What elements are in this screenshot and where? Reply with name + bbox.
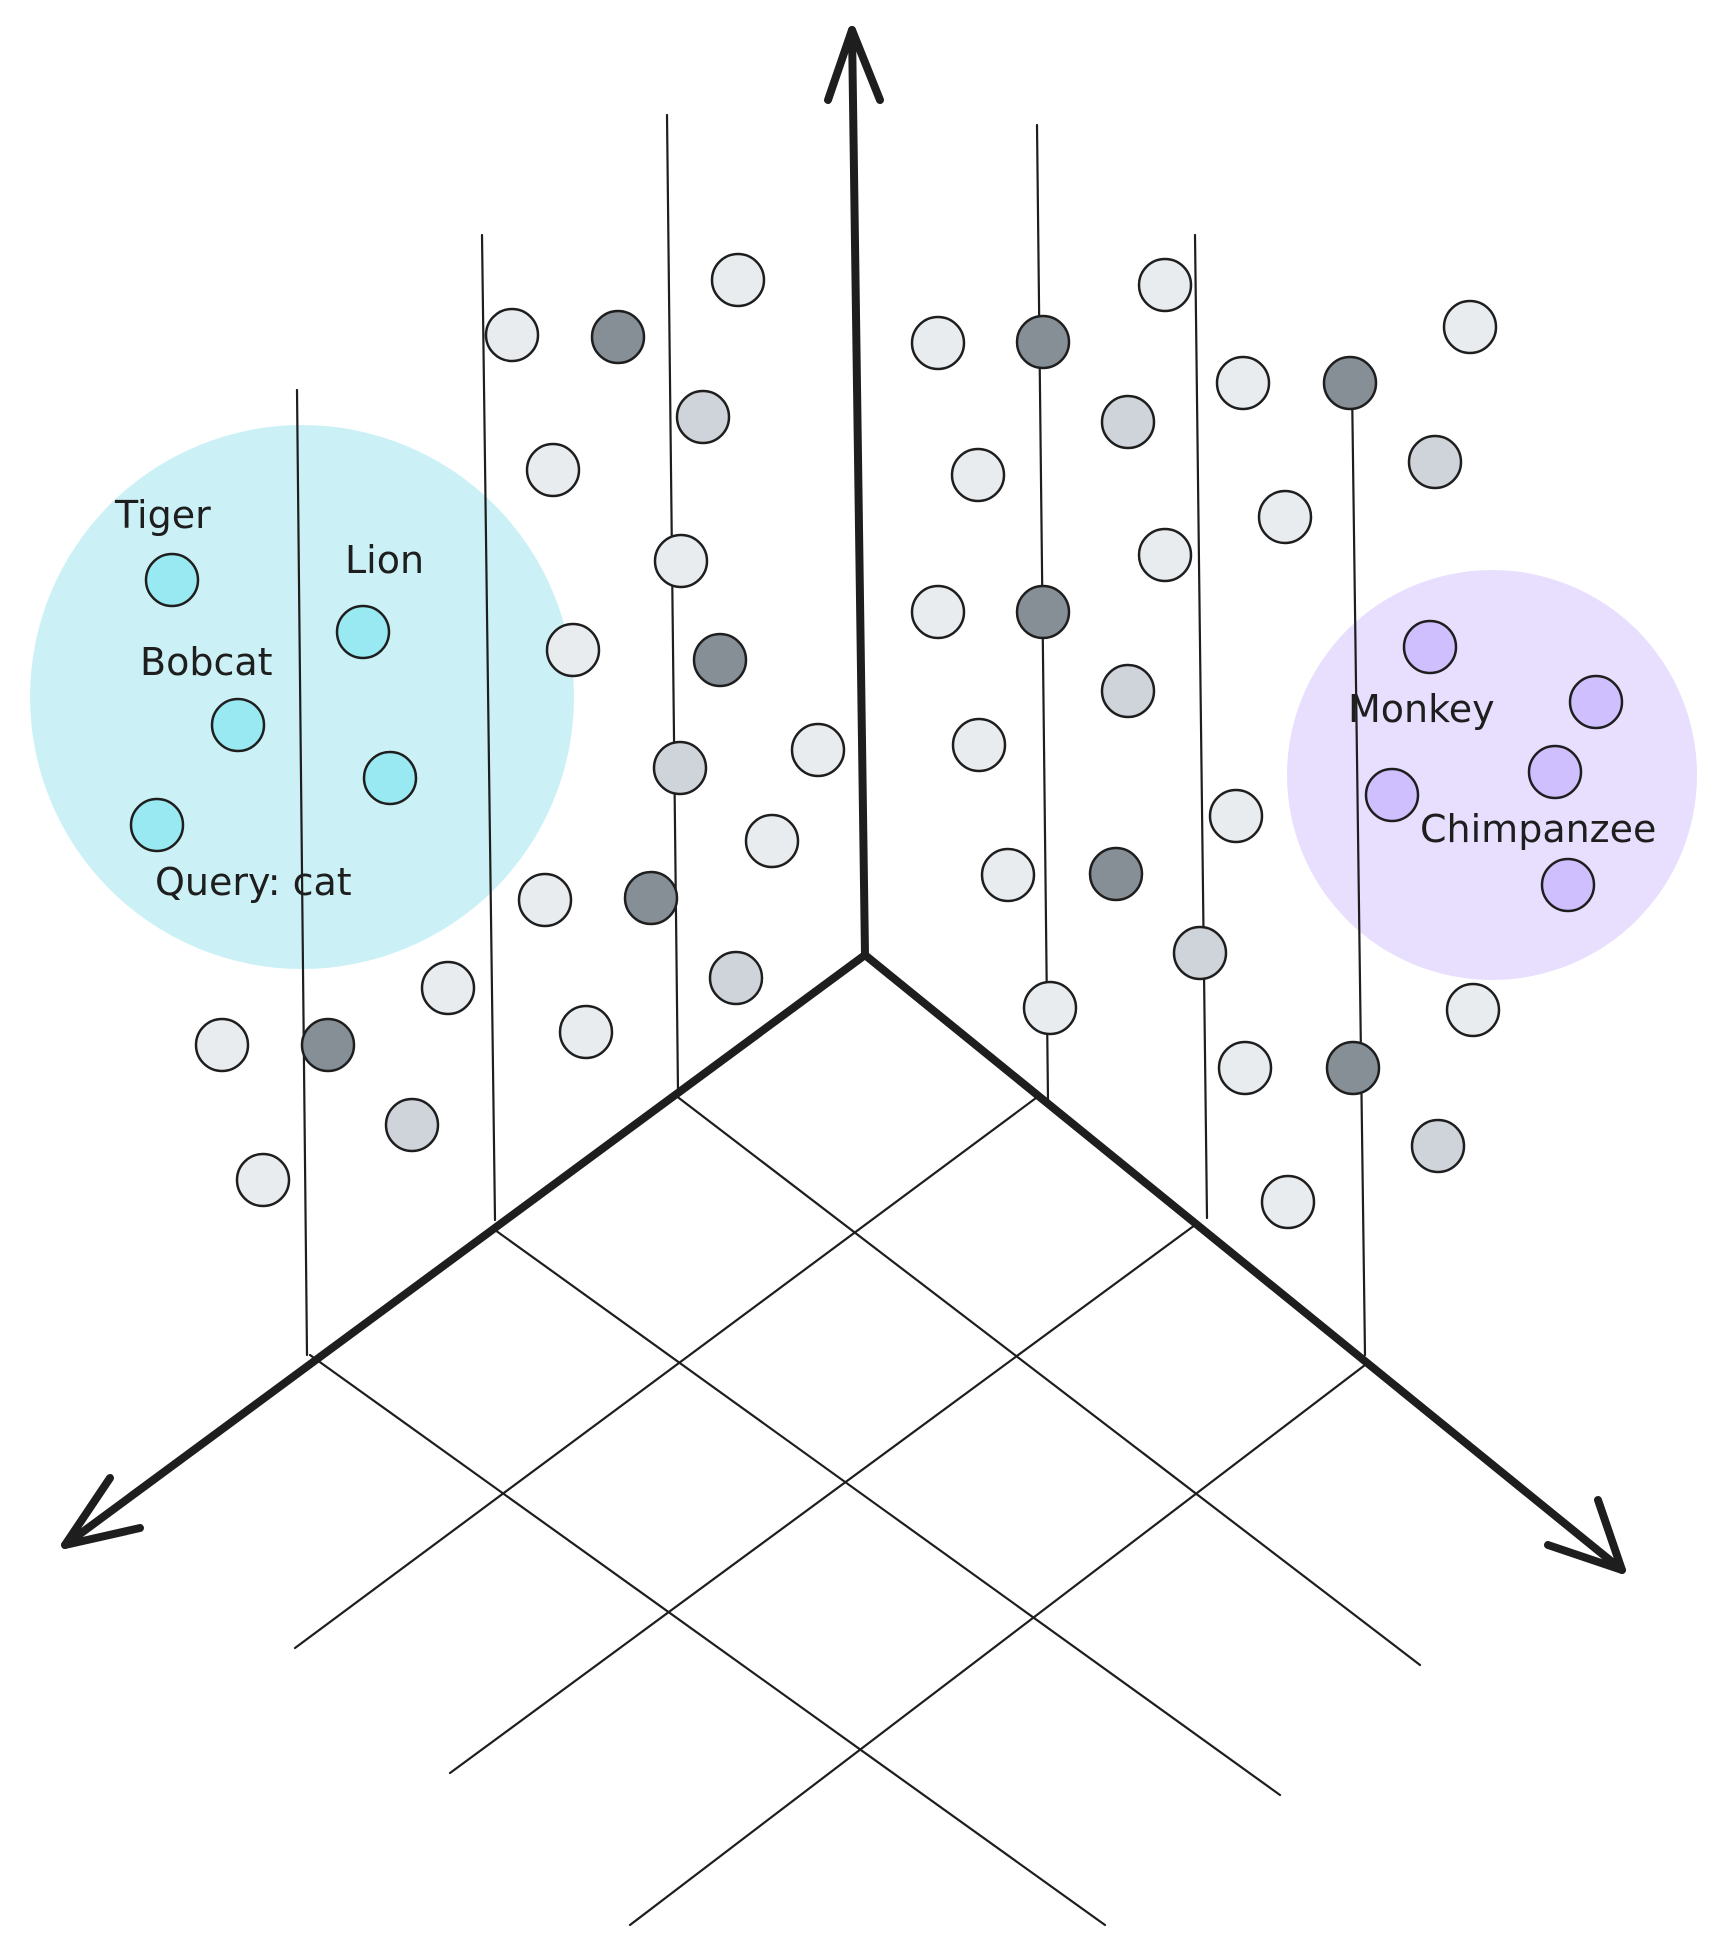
right-axis-arrowhead [1544,1496,1626,1574]
data-point [1015,314,1071,370]
data-point [1022,980,1078,1036]
data-point [1137,527,1193,583]
data-point [235,1152,291,1208]
data-point [1325,1040,1381,1096]
primate-cluster-region [1287,570,1697,980]
vertical-axis-arrowhead [824,26,884,104]
data-point [1322,355,1378,411]
data-point [558,1004,614,1060]
data-point [484,307,540,363]
data-point [1100,663,1156,719]
data-point [1410,1118,1466,1174]
data-point [951,717,1007,773]
data-point [692,632,748,688]
grid-line [308,1353,1107,1927]
label-tiger: Tiger [114,493,211,537]
data-point [910,315,966,371]
labels: Tiger Lion Bobcat Query: cat Monkey Chim… [114,493,1656,904]
grid-line [293,1093,1042,1650]
primate-point [1402,619,1458,675]
primate-point [1364,767,1420,823]
data-point [384,1097,440,1153]
data-point [1015,584,1071,640]
data-point [744,813,800,869]
data-point [1137,257,1193,313]
data-point [1407,434,1463,490]
grid-line [673,1093,1422,1667]
data-point [675,389,731,445]
data-point [980,847,1036,903]
data-point [710,252,766,308]
data-point [545,622,601,678]
right-axis [861,951,1626,1574]
data-point [525,442,581,498]
grid-line [493,1228,1282,1797]
data-points [129,252,1624,1230]
vertical-guide [665,113,680,1094]
cat-point [210,697,266,753]
cat-point [335,604,391,660]
vertical-guide [1193,233,1209,1220]
data-point [300,1017,356,1073]
data-point [1260,1174,1316,1230]
label-lion: Lion [345,538,424,582]
data-point [790,722,846,778]
data-point [910,584,966,640]
label-query: Query: cat [155,860,352,904]
left-axis [61,951,869,1549]
data-point [652,740,708,796]
vertical-guide [1350,383,1367,1357]
data-point [708,950,764,1006]
cat-point [129,797,185,853]
cat-point [144,552,200,608]
axes [61,26,1626,1574]
primate-point [1568,674,1624,730]
floor-grid [293,1093,1422,1927]
left-axis-arrowhead [61,1474,144,1549]
data-point [950,447,1006,503]
cat-point [362,750,418,806]
data-point [517,872,573,928]
primate-point [1540,857,1596,913]
data-point [1217,1040,1273,1096]
data-point [653,533,709,589]
label-chimpanzee: Chimpanzee [1420,807,1656,851]
data-point [1215,355,1271,411]
data-point [1442,299,1498,355]
data-point [1088,846,1144,902]
data-point [1257,489,1313,545]
vertical-guide [295,388,309,1357]
data-point [420,960,476,1016]
data-point [623,870,679,926]
grid-line [448,1223,1197,1775]
data-point [1445,982,1501,1038]
label-monkey: Monkey [1348,687,1495,731]
data-point [1100,394,1156,450]
data-point [1208,788,1264,844]
label-bobcat: Bobcat [140,640,273,684]
vertical-guide [480,233,497,1222]
grid-line [628,1363,1367,1927]
primate-point [1527,744,1583,800]
data-point [1172,925,1228,981]
data-point [590,309,646,365]
data-point [194,1017,250,1073]
vertical-axis [848,26,869,959]
